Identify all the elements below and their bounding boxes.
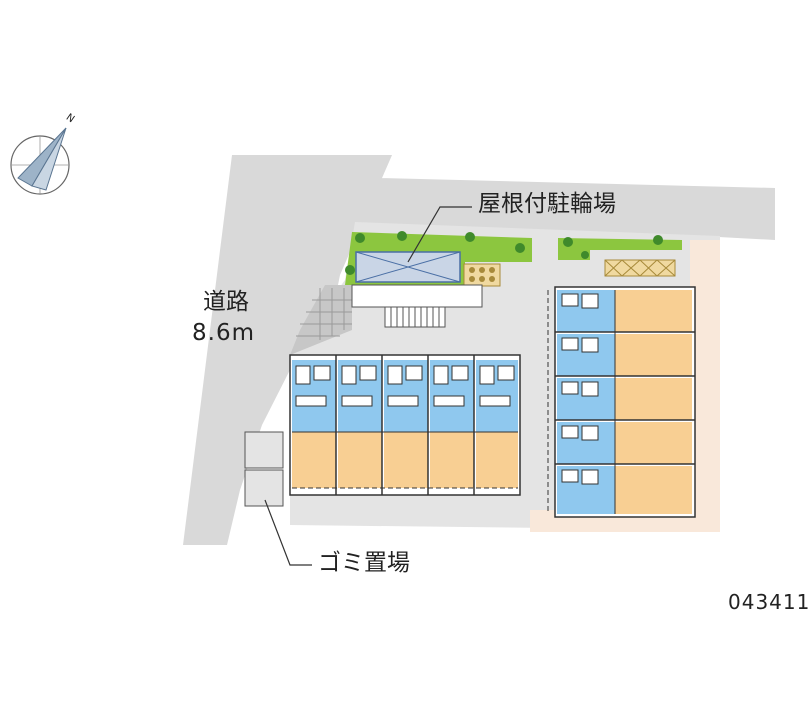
unit-w3	[384, 360, 428, 488]
unit-e3	[557, 378, 692, 420]
map-id-label: 043411	[728, 590, 810, 614]
stairs	[384, 306, 446, 328]
greenery-east	[558, 235, 682, 260]
unit-e2	[557, 334, 692, 376]
hatched-area	[290, 285, 352, 355]
compass-icon	[10, 127, 70, 195]
garbage-area	[244, 431, 284, 507]
unit-w4	[430, 360, 474, 488]
unit-e1	[557, 290, 692, 332]
parking-row-east	[604, 259, 676, 277]
garbage-leader-line	[264, 499, 312, 566]
road-area-east	[360, 155, 775, 240]
road-name-label: 道路	[203, 289, 249, 315]
bicycle-parking-area	[355, 251, 461, 283]
building-east	[547, 286, 696, 518]
building-west	[289, 354, 521, 496]
bicycle-rack-icon	[463, 263, 501, 287]
corridor	[351, 284, 483, 308]
unit-e4	[557, 422, 692, 464]
garbage-area-label: ゴミ置場	[318, 550, 410, 576]
unit-e5	[557, 466, 692, 514]
bicycle-parking-label: 屋根付駐輪場	[478, 191, 616, 217]
unit-w1	[292, 360, 336, 488]
road-width-label: 8.6m	[192, 320, 255, 346]
road-area	[183, 155, 392, 545]
bike-leader-line	[407, 206, 472, 263]
unit-w2	[338, 360, 382, 488]
unit-w5	[476, 360, 518, 488]
